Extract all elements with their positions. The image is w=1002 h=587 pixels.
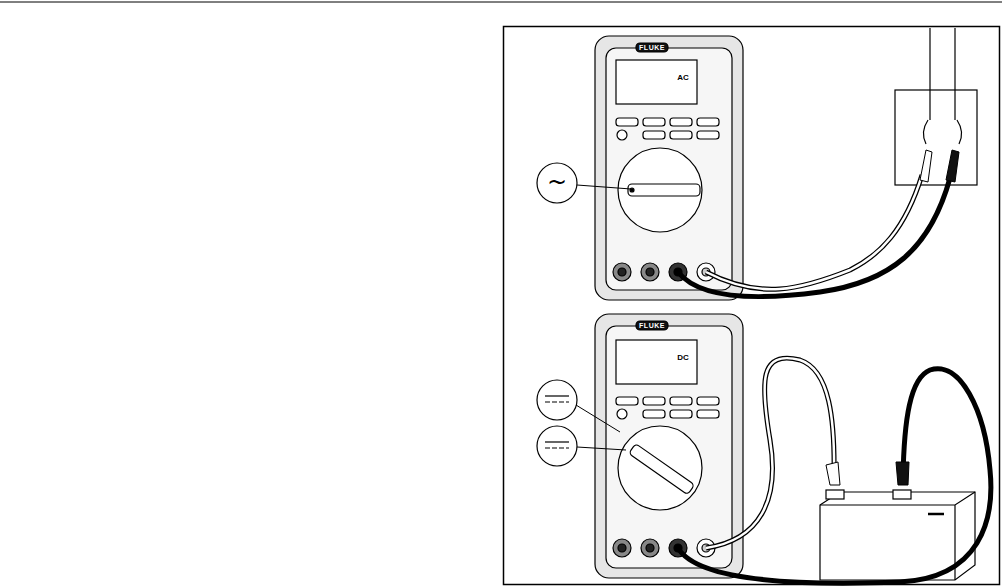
leader-line — [577, 185, 631, 189]
brand-logo: FLUKE — [639, 322, 665, 329]
callout-symbol: ~ — [547, 170, 567, 194]
figure-frame — [504, 27, 1000, 585]
probe-tip — [920, 150, 932, 182]
test-lead-black — [678, 178, 950, 297]
brand-logo: FLUKE — [639, 44, 665, 51]
test-lead-red — [706, 175, 922, 289]
meter-top — [595, 36, 743, 300]
callout-circle — [537, 163, 577, 203]
test-lead-black — [678, 369, 991, 583]
wall-outlet — [895, 28, 977, 185]
display-mode: AC — [677, 74, 689, 82]
probe-tip — [826, 462, 840, 485]
test-lead-red — [706, 175, 922, 289]
test-lead-red — [706, 358, 834, 548]
meter-bottom — [595, 314, 743, 578]
test-lead-red — [706, 358, 834, 548]
probe-tip — [896, 462, 909, 485]
header-rule — [0, 2, 1002, 3]
probe-tip — [946, 150, 959, 182]
dc-callout — [537, 380, 626, 466]
display-mode: DC — [677, 354, 689, 362]
